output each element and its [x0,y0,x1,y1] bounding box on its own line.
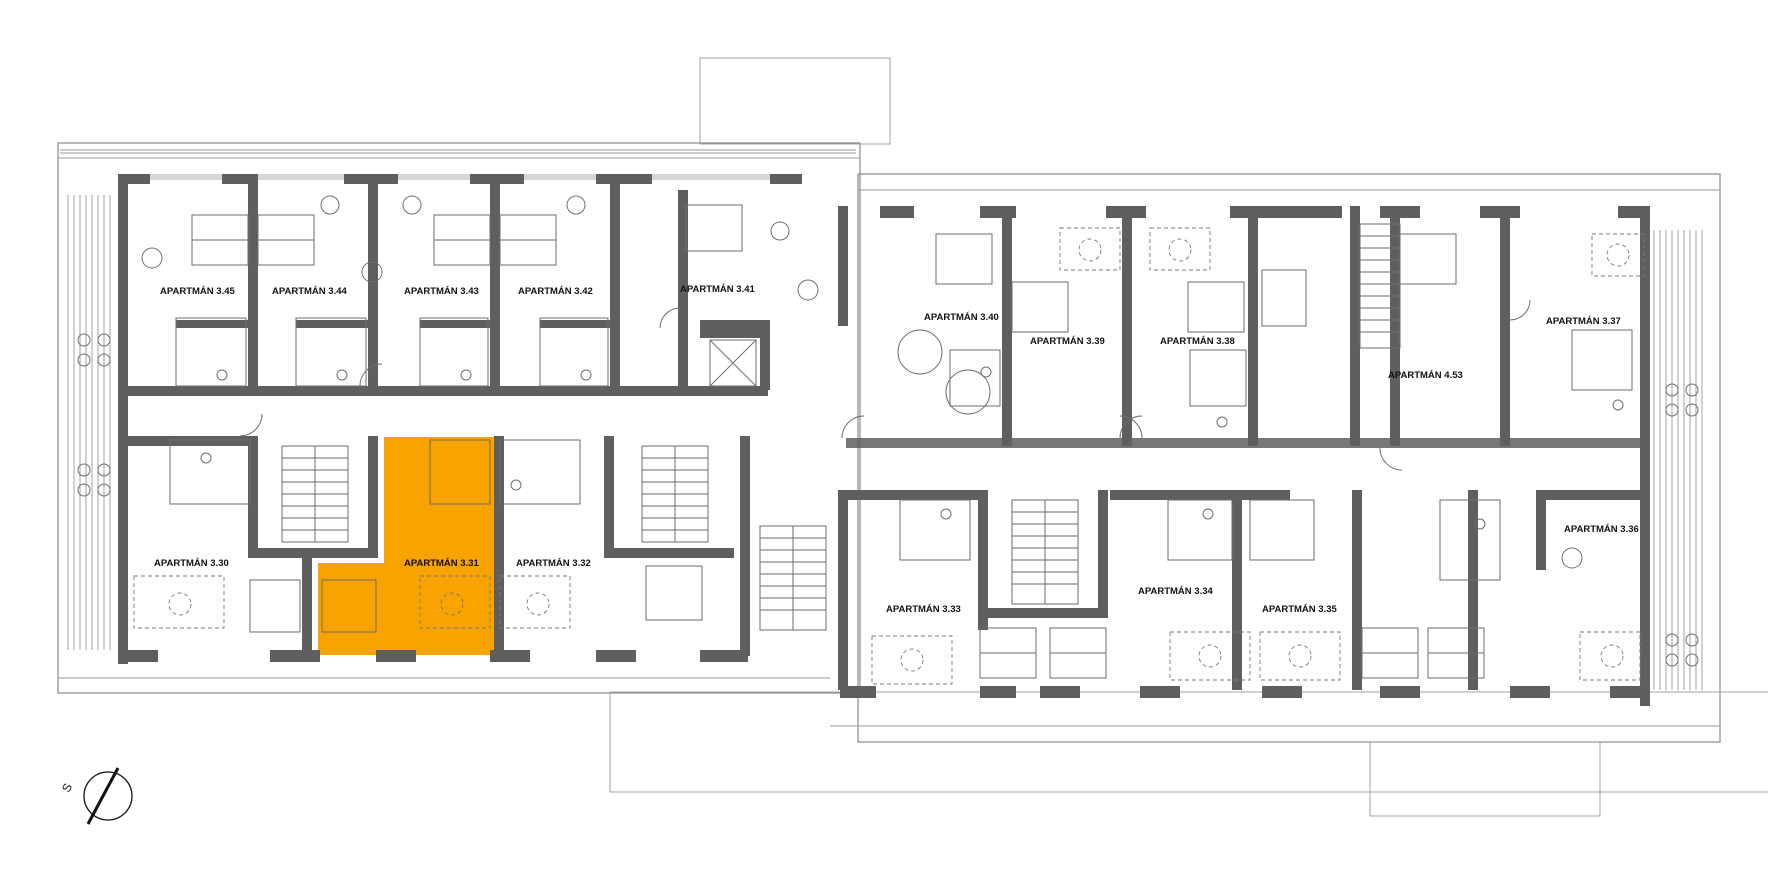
compass-needle [86,767,120,825]
doors [239,299,1531,471]
staircases [281,223,1401,631]
terrace-outlines [57,57,1768,817]
apartment-label-3-40: APARTMÁN 3.40 [924,312,999,323]
compass-circle [83,771,133,821]
interior-walls-west [128,174,770,656]
apartment-label-3-45: APARTMÁN 3.45 [160,286,235,297]
apartment-label-3-39: APARTMÁN 3.39 [1030,336,1105,347]
north-arrow: S [59,767,133,825]
bathrooms [169,317,1633,581]
apartment-label-3-30: APARTMÁN 3.30 [154,558,229,569]
apartment-label-3-37: APARTMÁN 3.37 [1546,316,1621,327]
apartment-label-3-34: APARTMÁN 3.34 [1138,586,1213,597]
dining-tables [141,195,1583,569]
apartment-label-3-33: APARTMÁN 3.33 [886,604,961,615]
kitchenettes [133,227,1645,685]
apartment-label-3-35: APARTMÁN 3.35 [1262,604,1337,615]
apartment-label-3-41: APARTMÁN 3.41 [680,284,755,295]
roof-hatch-top-left [60,149,856,154]
apartment-3-31-highlight [318,437,494,655]
apartment-label-3-36: APARTMÁN 3.36 [1564,524,1639,535]
apartment-label-4-53: APARTMÁN 4.53 [1388,370,1463,381]
terrace-furniture [77,333,1699,667]
apartment-labels: APARTMÁN 3.45 APARTMÁN 3.44 APARTMÁN 3.4… [154,284,1639,615]
interior-walls-east [846,206,1646,690]
beds [191,204,1485,679]
apartment-label-3-42: APARTMÁN 3.42 [518,286,593,297]
apartment-label-3-38: APARTMÁN 3.38 [1160,336,1235,347]
terrace-hatch-right [1647,230,1703,690]
apartment-label-3-44: APARTMÁN 3.44 [272,286,347,297]
apartment-label-3-43: APARTMÁN 3.43 [404,286,479,297]
compass-letter: S [59,781,75,795]
exterior-walls [118,174,1650,706]
apartment-label-3-32: APARTMÁN 3.32 [516,558,591,569]
elevator [700,269,1307,387]
apartment-label-3-31: APARTMÁN 3.31 [404,558,479,569]
terrace-hatch-left [67,195,111,650]
